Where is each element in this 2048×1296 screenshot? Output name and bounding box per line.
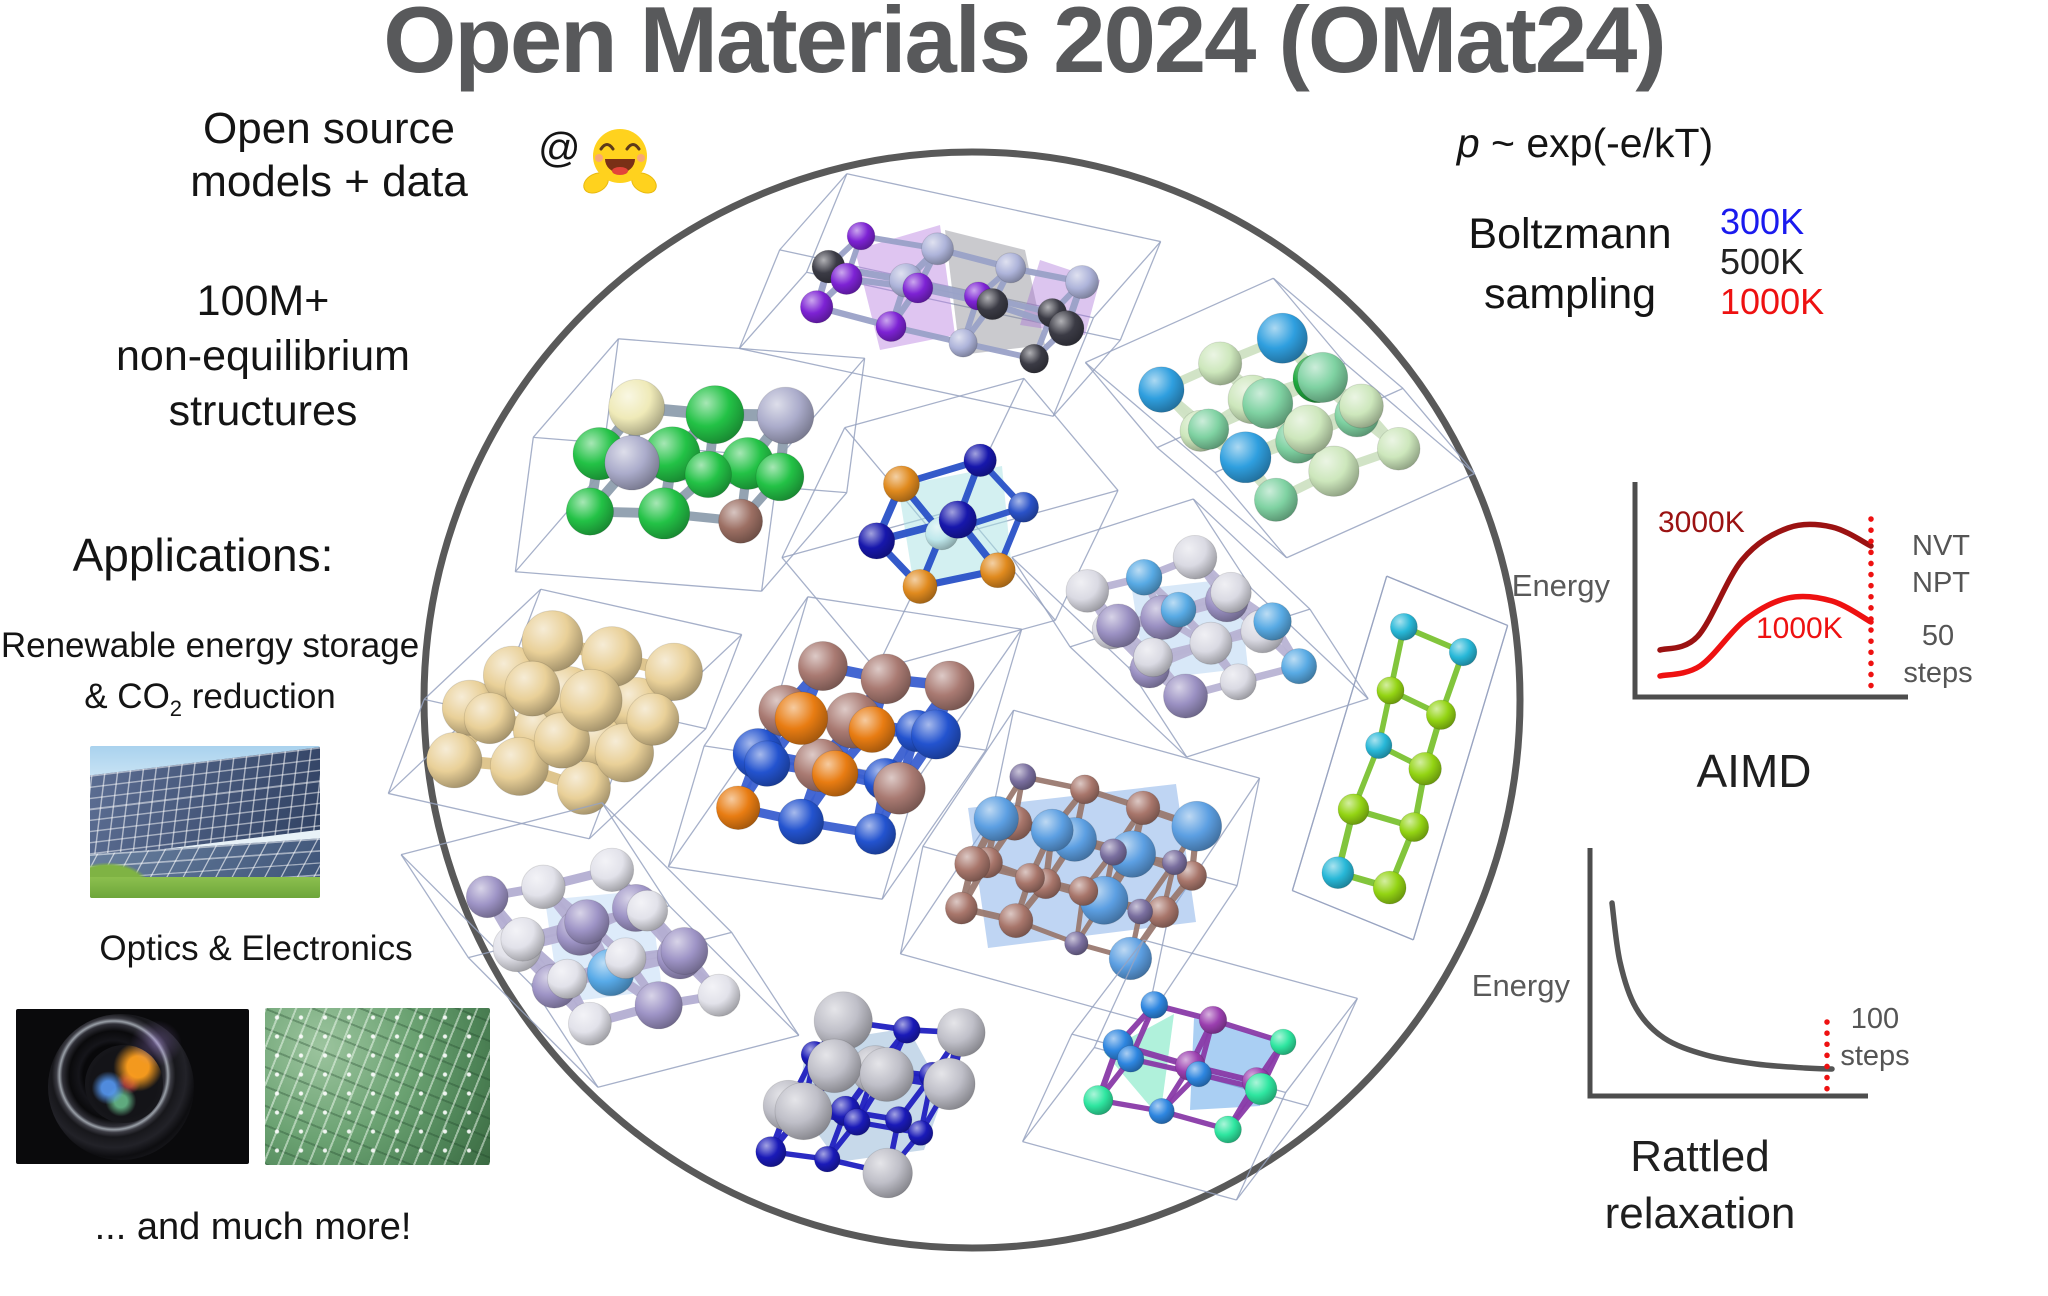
aimd-50-steps-label: 50 steps: [1903, 620, 1973, 689]
aimd-energy-axis-label: Energy: [1511, 568, 1610, 603]
crystal-structure-purple-octahedra: [738, 173, 1162, 417]
crystal-structure-green-zigzag-chain: [1291, 575, 1509, 941]
crystal-structures-group: [387, 173, 1509, 1201]
formula-variable-p: p: [1456, 120, 1480, 166]
circuit-board-photo: [265, 1008, 490, 1165]
page-title: Open Materials 2024 (OMat24): [383, 0, 1666, 92]
temp-500k: 500K: [1720, 241, 1805, 282]
lens-barrel: [48, 1014, 194, 1160]
aimd-nvt-npt-label: NVT NPT: [1912, 530, 1970, 599]
mini-charts-group: [1587, 482, 1908, 1099]
stats-label: 100M+ non-equilibrium structures: [116, 277, 410, 435]
boltzmann-formula: p ~ exp(-e/kT): [1415, 120, 1755, 167]
applications-heading: Applications:: [72, 529, 334, 581]
at-sign: @: [538, 124, 581, 171]
app1-line1: Renewable energy storage: [0, 626, 420, 665]
aimd-1000k-label: 1000K: [1756, 612, 1843, 645]
crystal-structure-pale-green-cluster: [1084, 277, 1476, 559]
curve-1000K: [1657, 593, 1874, 679]
app1-line2-pre: & CO: [84, 677, 170, 716]
co2-subscript: 2: [169, 696, 183, 721]
rattled-energy-axis-label: Energy: [1471, 968, 1570, 1003]
crystal-structure-navy-silver-polyhedron: [755, 991, 986, 1199]
chart-aimd: [1632, 482, 1908, 700]
grass-strip: [90, 876, 320, 898]
aimd-3000k-label: 3000K: [1658, 506, 1745, 539]
rattled-100-steps-label: 100 steps: [1840, 1003, 1910, 1072]
rattled-relaxation-title: Rattled relaxation: [1604, 1132, 1796, 1238]
hugging-face-icon: [583, 129, 657, 194]
crystal-structure-lavender-white-cluster: [1011, 498, 1369, 758]
app1-line2-post: reduction: [182, 677, 336, 716]
solar-panels-photo: [90, 746, 320, 898]
temp-1000k: 1000K: [1720, 281, 1825, 322]
crystal-structure-orange-blue-cluster: [667, 596, 1023, 900]
crystal-structure-blue-slab: [899, 709, 1261, 1023]
crystal-structure-lavender-blue-cluster: [400, 802, 800, 1088]
open-source-label: Open source models + data: [190, 104, 468, 206]
application-optics-label: Optics & Electronics: [99, 929, 413, 968]
much-more-label: ... and much more!: [94, 1206, 412, 1248]
crystal-structure-green-halide-cell: [514, 338, 866, 592]
temperature-list: 300K 500K 1000K: [1720, 202, 1824, 322]
aimd-title: AIMD: [1696, 745, 1812, 797]
crystal-structure-sand-metal-cluster: [387, 588, 743, 840]
temp-300k: 300K: [1720, 201, 1805, 242]
curve-3000K: [1657, 521, 1874, 653]
crystal-structure-purple-teal-cell: [1022, 939, 1358, 1201]
chart-rattled-relaxation: [1587, 848, 1868, 1099]
formula-rest: ~ exp(-e/kT): [1479, 120, 1714, 166]
boltzmann-sampling-label: Boltzmann sampling: [1468, 210, 1672, 318]
curve-relaxation: [1609, 900, 1835, 1072]
camera-lens-photo: [16, 1009, 249, 1164]
application-energy-label: Renewable energy storage & CO2 reduction: [0, 620, 420, 734]
crystal-structure-navy-cyan-octahedron: [781, 377, 1119, 671]
